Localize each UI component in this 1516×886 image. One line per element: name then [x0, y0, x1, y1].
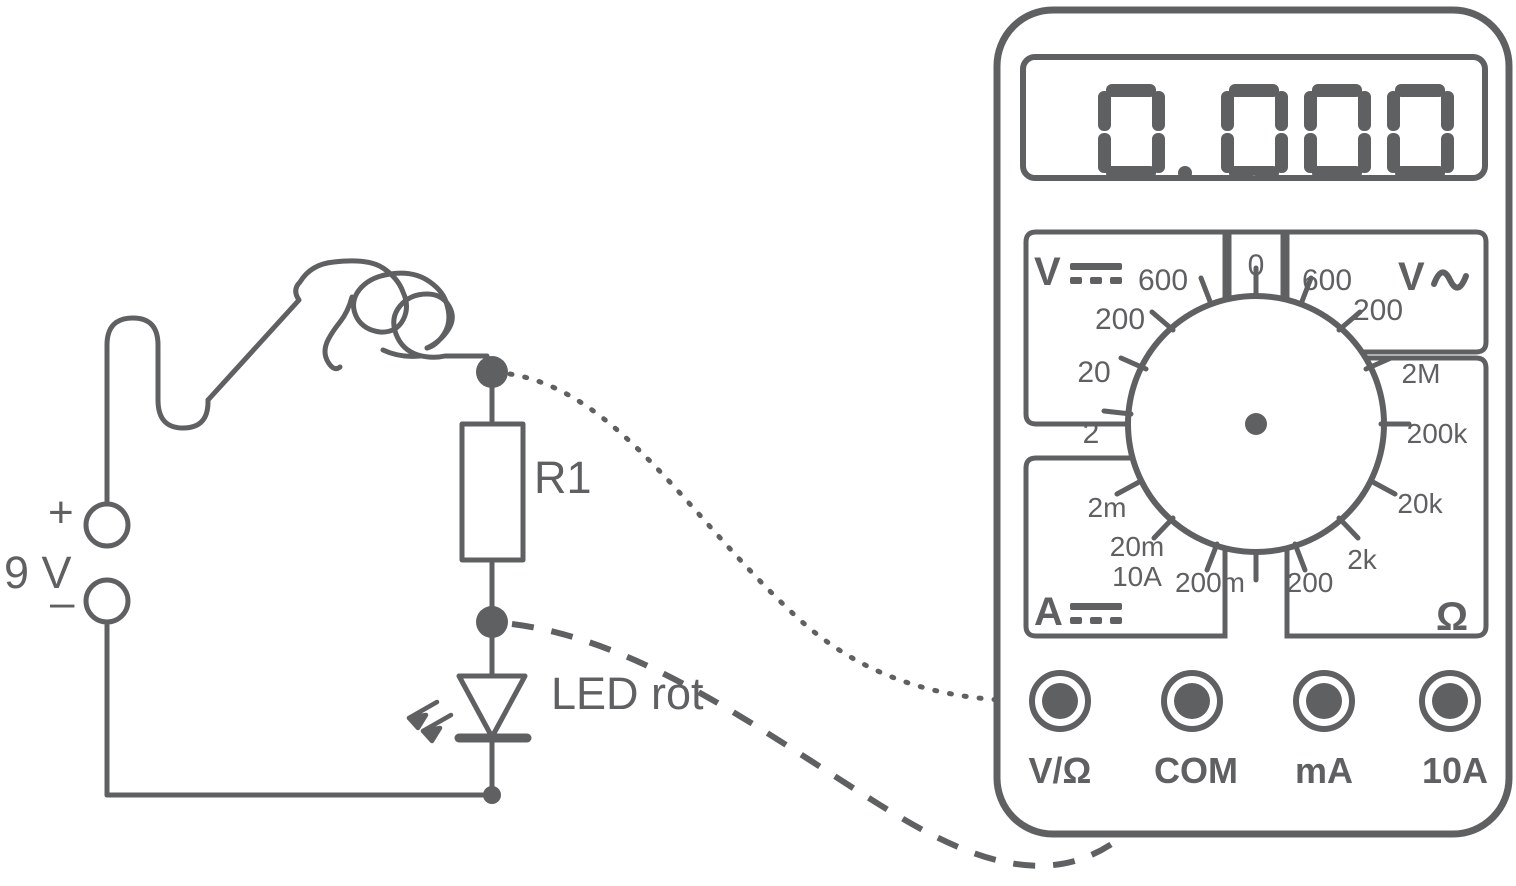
ac-volt-symbol-letter: V [1398, 255, 1425, 299]
multimeter-group: 0.000 [993, 6, 1513, 838]
dial-label-dcv-20: 20 [1077, 356, 1110, 389]
dial-center-dot [1245, 413, 1267, 435]
tick-dcv-2 [1101, 408, 1134, 417]
display-value: 0.000 [1253, 175, 1256, 177]
jack-label-10a: 10A [1422, 750, 1488, 791]
dial-label-ohm-20k: 20k [1397, 488, 1443, 519]
dial-label-dcv-200: 200 [1095, 303, 1145, 336]
dial-label-amp-2m: 2m [1088, 492, 1127, 523]
dial-label-dcv-600: 600 [1138, 264, 1188, 297]
dial-label-acv-200: 200 [1353, 294, 1403, 327]
tick-dcv-20 [1118, 355, 1149, 372]
tick-a-2m [1114, 478, 1144, 497]
battery-plus-terminal [83, 501, 131, 549]
ohm-symbol: Ω [1436, 595, 1468, 639]
wire-squiggle [205, 258, 452, 403]
wire-squiggle-tail [322, 294, 355, 372]
tick-acv-600 [1298, 275, 1314, 307]
node-dot-bottom [483, 786, 501, 804]
node-dot-top [476, 356, 508, 388]
tick-o-2k [1336, 515, 1361, 541]
quadrant-ac-volt-panel [1284, 229, 1489, 355]
ac-sine-symbol [1431, 269, 1469, 291]
resistor-symbol [459, 421, 526, 563]
tick-o-2M [1363, 355, 1394, 372]
lead-dotted-to-vohm [507, 371, 1030, 704]
display-digits [1098, 84, 1454, 180]
dial-label-ohm-2M: 2M [1402, 358, 1441, 389]
jack-com[interactable] [1161, 670, 1223, 732]
quadrant-ohm-panel [1284, 355, 1489, 639]
jack-label-com: COM [1154, 750, 1238, 791]
led-emission-arrows [406, 699, 454, 744]
circuit-group [83, 258, 532, 804]
battery-minus-label: – [50, 578, 75, 627]
digit-0-c [1304, 84, 1371, 179]
jack-sockets [1029, 670, 1481, 732]
wire-left-upper [104, 315, 211, 508]
dial-label-acv-600: 600 [1302, 264, 1352, 297]
node-dot-middle [476, 606, 508, 638]
tick-a-20m [1151, 515, 1176, 541]
tick-dcv-200 [1149, 309, 1176, 333]
quadrant-dc-volt-panel [1023, 229, 1228, 427]
display-bezel[interactable] [1020, 54, 1488, 181]
lead-dashed-to-com [511, 621, 1169, 869]
dial-label-amp-20m: 20m [1110, 531, 1164, 562]
dial-label-ohm-2k: 2k [1347, 544, 1378, 575]
tick-acv-200 [1336, 309, 1363, 333]
jack-label-v-ohm: V/Ω [1029, 750, 1092, 791]
led-label: LED rot [551, 668, 704, 719]
dial-off-label: 0 [1248, 249, 1265, 282]
dial-label-ohm-200k: 200k [1407, 418, 1469, 449]
tick-o-20k [1368, 478, 1398, 497]
digit-0-d [1387, 84, 1454, 179]
tick-a-200m [1204, 541, 1220, 573]
jack-v-ohm[interactable] [1029, 670, 1091, 732]
jack-ma[interactable] [1293, 670, 1355, 732]
dial-label-ohm-200: 200 [1287, 567, 1334, 598]
digit-0-a [1098, 84, 1165, 179]
dial-label-amp-200m: 200m [1175, 567, 1245, 598]
dc-symbol-volt [1070, 263, 1122, 284]
quadrant-dc-amp-panel [1023, 455, 1228, 639]
dial-ticks [1101, 265, 1412, 583]
battery-plus-label: + [48, 488, 74, 537]
tick-dcv-600 [1198, 275, 1214, 307]
dc-symbol-amp [1070, 603, 1122, 624]
dc-amp-symbol-letter: A [1034, 590, 1063, 634]
battery-minus-terminal [83, 577, 131, 625]
jack-10a[interactable] [1419, 670, 1481, 732]
dial-label-dcv-2: 2 [1083, 417, 1100, 450]
battery-voltage-label: 9 V [4, 547, 72, 598]
tick-o-200 [1292, 541, 1308, 573]
digit-0-b [1221, 84, 1288, 179]
display-decimal-point [1178, 166, 1192, 180]
led-triangle [456, 673, 528, 740]
dc-volt-symbol-letter: V [1034, 250, 1061, 294]
jack-label-ma: mA [1295, 750, 1353, 791]
resistor-label: R1 [534, 452, 592, 503]
wire-squiggle-link [380, 347, 423, 359]
dial-label-amp-10A: 10A [1112, 561, 1162, 592]
